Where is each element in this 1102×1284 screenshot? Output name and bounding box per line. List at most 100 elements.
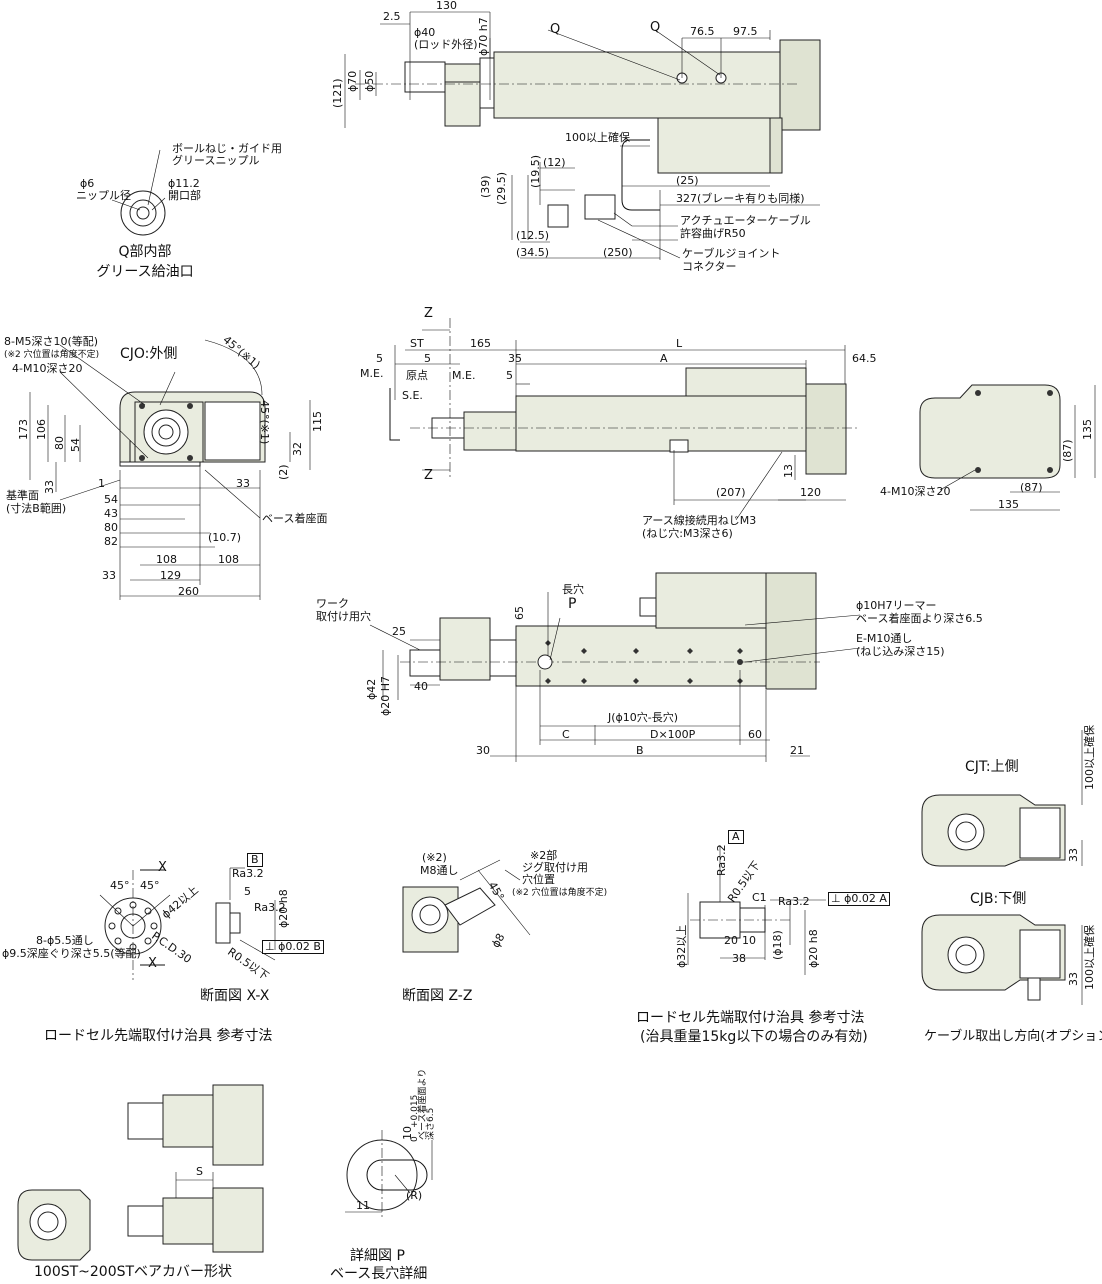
- zz-jig-1: ※2部: [530, 849, 558, 862]
- side-z-top: Z: [424, 306, 433, 321]
- cable-keep-2: 100以上確保: [1083, 925, 1096, 990]
- top-d327: 327(ブレーキ有りも同様): [676, 192, 805, 205]
- plan-view-drawing: [369, 572, 861, 762]
- q-detail-title-1: Q部内部: [118, 244, 172, 260]
- detail-p-drawing: [345, 1130, 433, 1218]
- side-st: ST: [410, 337, 424, 350]
- front-d129: 129: [160, 569, 181, 582]
- top-cable-bend-2: 許容曲げR50: [680, 227, 746, 240]
- q-detail-drawing: [111, 149, 166, 236]
- top-d121: (121): [331, 78, 344, 108]
- top-d39: (39): [479, 175, 492, 198]
- lc-d38: 38: [732, 952, 746, 965]
- cable-title: ケーブル取出し方向(オプション): [924, 1029, 1102, 1044]
- plan-d30: 30: [476, 744, 490, 757]
- plan-phi20h7: ϕ20 H7: [379, 675, 392, 716]
- plan-reamer-2: ベース着座面より深さ6.5: [856, 612, 983, 625]
- p-note-2: 深さ6.5: [426, 1107, 436, 1140]
- front-d54: 54: [69, 438, 82, 452]
- cable-cjt: CJT:上側: [965, 759, 1019, 775]
- side-d5a: 5: [376, 352, 383, 365]
- plan-c: C: [562, 728, 570, 741]
- xx-ra2: Ra3.2: [254, 901, 286, 914]
- zz-jig-4: (※2 穴位置は角度不定): [512, 888, 608, 898]
- plan-d21: 21: [790, 744, 804, 757]
- p-d11: 11: [356, 1199, 370, 1212]
- front-m10: 4-M10深さ20: [12, 362, 83, 375]
- xx-ang2: 45°: [140, 879, 160, 892]
- front-ref2: (寸法B範囲): [6, 502, 67, 515]
- xx-phi20h8: ϕ20 h8: [277, 889, 290, 928]
- section-xx-drawing: [99, 867, 276, 980]
- top-d12: (12): [543, 156, 566, 169]
- front-view-drawing: [29, 339, 311, 600]
- end-view-drawing: [919, 384, 1096, 511]
- plan-slot: 長穴: [562, 583, 584, 596]
- loadcell-right-drawing: [687, 845, 826, 975]
- zz-jig-3: 穴位置: [522, 873, 555, 886]
- front-d260: 260: [178, 585, 199, 598]
- xx-ang1: 45°: [110, 879, 130, 892]
- lc-perp: ⊥ ϕ0.02 A: [828, 892, 890, 906]
- side-me1: M.E.: [360, 367, 384, 380]
- top-keep100: 100以上確保: [565, 131, 630, 144]
- end-m10: 4-M10深さ20: [880, 485, 951, 498]
- plan-em10-1: E-M10通し: [856, 632, 913, 645]
- top-phi70: ϕ70: [346, 70, 359, 92]
- lc-d20: 20: [724, 934, 738, 947]
- top-d25: (25): [676, 174, 699, 187]
- xx-holes-1: 8-ϕ5.5通し: [36, 934, 94, 947]
- side-se: S.E.: [402, 389, 423, 402]
- xx-x1: X: [158, 860, 167, 875]
- end-d135a: 135: [1081, 419, 1094, 440]
- plan-j: J(ϕ10穴-長穴): [608, 711, 679, 724]
- q-opening-label: 開口部: [168, 189, 201, 202]
- zz-m8: M8通し: [420, 864, 459, 877]
- side-z-bottom: Z: [424, 468, 433, 483]
- top-d12-5: (12.5): [516, 229, 550, 242]
- bellows-s: S: [196, 1165, 203, 1178]
- front-d33b: 33: [236, 477, 250, 490]
- end-d87a: (87): [1061, 439, 1074, 462]
- top-d19-5: (19.5): [529, 154, 542, 188]
- cable-option-drawings: [921, 730, 1083, 1005]
- q-ballscrew-label: ボールねじ・ガイド用: [172, 142, 282, 155]
- plan-phi42: ϕ42: [365, 678, 378, 700]
- front-d2: (2): [277, 464, 290, 480]
- front-base: ベース着座面: [262, 512, 328, 525]
- plan-d65: 65: [513, 606, 526, 620]
- lc-a-box: A: [728, 830, 744, 844]
- xx-title: 断面図 X-X: [200, 988, 270, 1004]
- q-nipple-dia-label: ニップル径: [76, 189, 131, 202]
- side-d120: 120: [800, 486, 821, 499]
- front-m5: 8-M5深さ10(等配): [4, 335, 99, 348]
- front-d32: 32: [291, 442, 304, 456]
- front-d1: 1: [98, 477, 105, 490]
- top-phi50: ϕ50: [363, 70, 376, 92]
- plan-reamer-1: ϕ10H7リーマー: [856, 599, 937, 612]
- plan-em10-2: (ねじ込み深さ15): [856, 645, 945, 658]
- plan-work-2: 取付け用穴: [316, 610, 371, 623]
- end-d87b: (87): [1020, 481, 1043, 494]
- lc-ra1: Ra3.2: [715, 844, 728, 876]
- zz-title: 断面図 Z-Z: [402, 988, 473, 1004]
- top-d97-5: 97.5: [733, 25, 758, 38]
- front-note2: (※2 穴位置は角度不定): [4, 350, 100, 360]
- plan-dx100: D×100P: [650, 728, 696, 741]
- top-d130: 130: [436, 0, 457, 12]
- lc-d10: 10: [742, 934, 756, 947]
- front-d82: 82: [104, 535, 118, 548]
- cable-cjb: CJB:下側: [970, 891, 1027, 907]
- front-d80b: 80: [104, 521, 118, 534]
- top-cable-bend-1: アクチュエーターケーブル: [680, 214, 811, 227]
- front-d108b: 108: [218, 553, 239, 566]
- cable-d33a: 33: [1067, 848, 1080, 862]
- plan-p: P: [568, 596, 577, 612]
- side-d207: (207): [716, 486, 746, 499]
- front-d108a: 108: [156, 553, 177, 566]
- bellows-title: 100ST~200STベアカバー形状: [34, 1264, 233, 1280]
- lc-c1: C1: [752, 891, 767, 904]
- q-phi11-label: ϕ11.2: [168, 177, 200, 190]
- front-ref1: 基準面: [6, 489, 39, 502]
